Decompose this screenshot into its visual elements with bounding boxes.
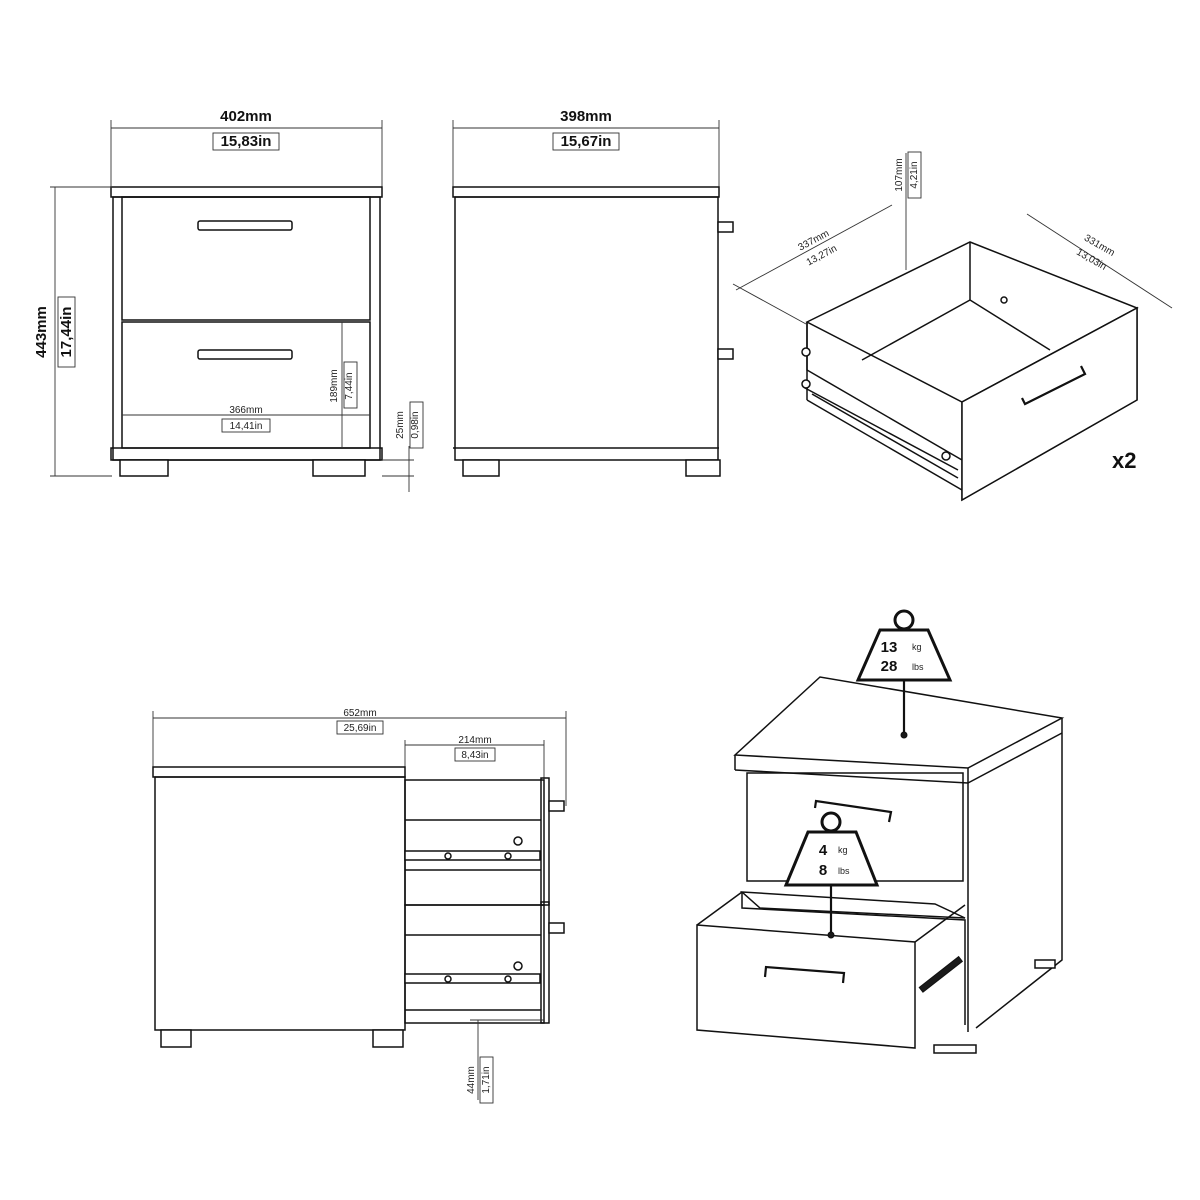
top-load-weight-badge: 13 kg 28 lbs [855,609,953,739]
inner-width-mm: 366mm [229,405,262,416]
front-height-dimension: 443mm 17,44in [33,186,112,477]
front-view: 402mm 15,83in 443mm 17,44in [33,108,424,492]
top-load-lbs: 28 [881,658,898,675]
top-drawer-handle-3d [813,799,893,823]
drawer-height-in: 7,44in [344,372,355,399]
drawer-load-lbs: 8 [819,862,827,879]
open-side-view: 652mm 25,69in 214mm 8,43in [152,708,567,1104]
drawer-front-panel [961,306,1138,502]
open-cabinet [152,766,565,1048]
drawer-load-kg: 4 [819,842,828,859]
open-extension-dimension: 214mm 8,43in [404,735,545,780]
front-cabinet [110,186,383,477]
open-clearance-in: 1,71in [481,1066,492,1093]
open-total-depth-mm: 652mm [343,708,376,719]
open-drawer-front [696,924,916,1049]
top-load-lbs-unit: lbs [912,662,924,672]
side-cabinet [452,186,734,477]
open-drawer-slide [918,955,964,993]
inner-width-in: 14,41in [230,421,263,432]
drawer-detail-handle [1021,365,1087,406]
open-total-depth-dimension: 652mm 25,69in [152,708,567,806]
side-view: 398mm 15,67in [452,108,734,477]
drawer-load-weight-badge: 4 kg 8 lbs [783,811,880,939]
drawer-depth-dimension: 337mm 13,27in [732,204,893,325]
side-depth-mm: 398mm [560,108,612,125]
top-load-kg: 13 [881,639,898,656]
drawer-detail-height-mm: 107mm [894,158,905,191]
inner-width-dimension: 366mm 14,41in [122,405,370,433]
foot-height-mm: 25mm [395,411,406,439]
open-drawer-handle [763,965,846,984]
drawer-detail-height-in: 4,21in [909,161,920,188]
front-height-mm: 443mm [33,306,50,358]
front-width-dimension: 402mm 15,83in [110,108,383,188]
right-foot [312,459,366,477]
open-clearance-mm: 44mm [466,1066,477,1094]
cabinet-top [733,676,1065,769]
open-total-depth-in: 25,69in [344,723,377,734]
open-extension-in: 8,43in [461,750,488,761]
lower-drawer-slide [404,973,541,984]
side-depth-dimension: 398mm 15,67in [452,108,720,188]
front-width-in: 15,83in [221,133,272,150]
isometric-load-view: 13 kg 28 lbs 4 kg 8 lbs [696,609,1065,1054]
open-clearance-dimension: 44mm 1,71in [466,1019,544,1104]
top-load-kg-unit: kg [912,642,922,652]
foot-height-in: 0,98in [410,411,421,438]
drawer-detail: 337mm 13,27in 331mm 13,03in 107mm 4,21in… [732,151,1173,502]
top-drawer-handle [197,220,293,231]
bottom-drawer-handle [197,349,293,360]
front-height-in: 17,44in [58,307,75,358]
front-width-mm: 402mm [220,108,272,125]
side-depth-in: 15,67in [561,133,612,150]
upper-drawer-slide [404,850,541,861]
side-handle-bottom [717,348,734,360]
drawer-load-lbs-unit: lbs [838,866,850,876]
foot-height-dimension: 25mm 0,98in [382,401,424,492]
drawer-height-dimension: 189mm 7,44in [329,322,358,448]
drawer-quantity: x2 [1112,448,1136,473]
open-extension-mm: 214mm [458,735,491,746]
drawer-height-mm: 189mm [329,369,340,402]
drawer-load-kg-unit: kg [838,845,848,855]
drawer-height-dimension-detail: 107mm 4,21in [894,151,922,270]
left-foot [119,459,169,477]
side-handle-top [717,221,734,233]
